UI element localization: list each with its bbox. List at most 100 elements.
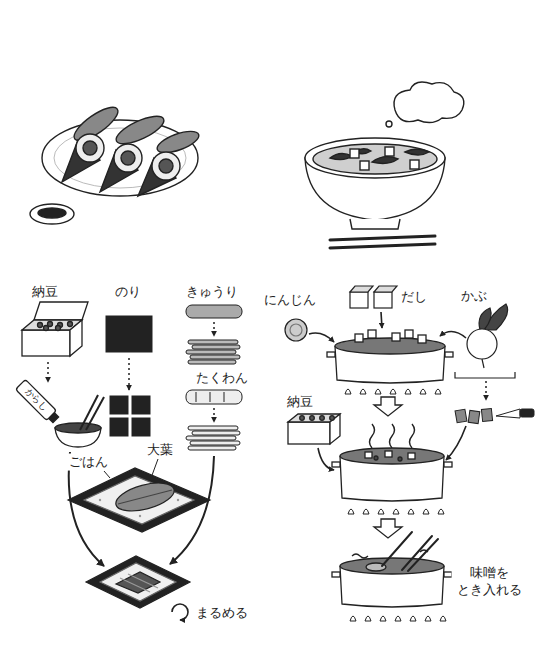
pot — [418, 335, 426, 343]
rice-on-nori — [113, 478, 177, 517]
natto-pack — [310, 416, 315, 421]
roll-arrow — [172, 604, 188, 620]
dashi-cubes — [374, 292, 392, 308]
hollow-arrow — [374, 397, 402, 416]
ingredient-arrow — [440, 331, 466, 338]
dashi-cubes — [350, 286, 397, 308]
miso-soup-bowl — [410, 160, 419, 169]
cucumber — [188, 360, 236, 364]
mixing-bowl — [86, 397, 104, 430]
pot — [444, 462, 452, 467]
hand-roll-plate — [114, 144, 142, 172]
dashi-cubes — [350, 286, 373, 292]
pot — [365, 452, 372, 458]
carrot-slice — [285, 319, 307, 341]
dotted-arrow — [128, 358, 130, 390]
rice-on-nori — [68, 468, 210, 532]
natto-pack — [330, 414, 340, 444]
leader-line — [104, 471, 110, 478]
steam-bubble — [386, 121, 392, 127]
cucumber — [190, 355, 240, 359]
ingredient-arrow — [309, 312, 466, 470]
ingredient-arrow — [381, 312, 382, 328]
ingredient-label: 納豆 — [285, 394, 315, 411]
miso-soup-bowl — [350, 219, 400, 229]
rice-on-nori — [68, 468, 210, 532]
steam — [410, 424, 415, 448]
ingredient-arrow — [309, 333, 334, 342]
pot — [405, 330, 413, 338]
chopsticks — [330, 236, 435, 240]
natto-pack — [48, 322, 53, 327]
ingredient-label: 納豆 — [30, 284, 60, 301]
chopsticks — [330, 244, 435, 248]
hollow-arrow — [374, 519, 402, 538]
cut-turnip-and-knife — [455, 409, 467, 423]
hand-roll-plate — [42, 102, 201, 196]
takuwan — [210, 392, 211, 402]
assembled-roll — [86, 556, 190, 608]
takuwan — [190, 441, 240, 445]
mustard-tube — [15, 379, 56, 420]
natto-pack — [56, 326, 61, 331]
soy-sauce-dish — [30, 204, 74, 224]
cucumber — [188, 340, 238, 344]
dashi-cubes — [350, 292, 368, 308]
rice-on-nori — [84, 476, 194, 524]
leader-line — [151, 459, 158, 478]
assembled-roll — [100, 563, 176, 601]
natto-pack — [288, 414, 340, 422]
hand-roll-plate — [121, 151, 135, 165]
assembled-roll — [86, 556, 190, 608]
ingredient-label: たくわん — [194, 370, 250, 387]
rice-on-nori — [177, 499, 179, 501]
miso-soup-bowl — [405, 149, 429, 155]
nori-sheet — [110, 396, 128, 414]
natto-pack — [22, 330, 70, 356]
hand-roll-plate — [83, 141, 97, 155]
miso-soup-bowl — [360, 161, 369, 170]
rice-on-nori — [139, 515, 141, 517]
roll-arrow — [172, 604, 188, 620]
mixing-bowl — [55, 423, 101, 433]
miso-soup-bowl — [385, 147, 394, 156]
pot — [392, 333, 400, 341]
natto-pack — [300, 416, 305, 421]
stove-flame — [350, 616, 446, 621]
flow-arrow — [170, 456, 214, 564]
takuwan — [188, 426, 238, 430]
pot — [374, 456, 378, 460]
cucumber — [186, 350, 236, 354]
cucumber — [186, 305, 242, 364]
ladle-and-chopsticks — [382, 532, 438, 571]
cut-turnip-and-knife — [481, 409, 492, 422]
cut-turnip-and-knife — [468, 410, 480, 423]
hand-roll-plate — [152, 152, 180, 180]
steam-bubble — [394, 82, 464, 123]
assembled-roll — [128, 574, 158, 588]
hand-roll-plate — [159, 159, 173, 173]
ingredient-label: にんじん — [262, 292, 318, 309]
nori-sheet — [106, 316, 152, 352]
swirl — [352, 550, 428, 558]
rice-on-nori — [99, 499, 101, 501]
nori-sheet — [106, 316, 152, 436]
dotted-arrow — [47, 362, 49, 382]
soy-sauce-dish — [30, 204, 74, 224]
leader-line — [104, 459, 158, 478]
pot — [445, 352, 453, 357]
ladle-and-chopsticks — [382, 532, 412, 566]
bracket — [455, 372, 515, 378]
pot — [340, 558, 444, 574]
ingredient-label: かぶ — [459, 288, 489, 305]
soy-sauce-dish — [38, 208, 66, 218]
stove-flame — [345, 389, 441, 394]
ingredient-label: のり — [113, 284, 143, 301]
natto-pack — [44, 326, 49, 331]
dashi-cubes — [374, 286, 397, 292]
ladle-and-chopsticks — [402, 536, 432, 570]
stove-flame — [348, 509, 444, 514]
